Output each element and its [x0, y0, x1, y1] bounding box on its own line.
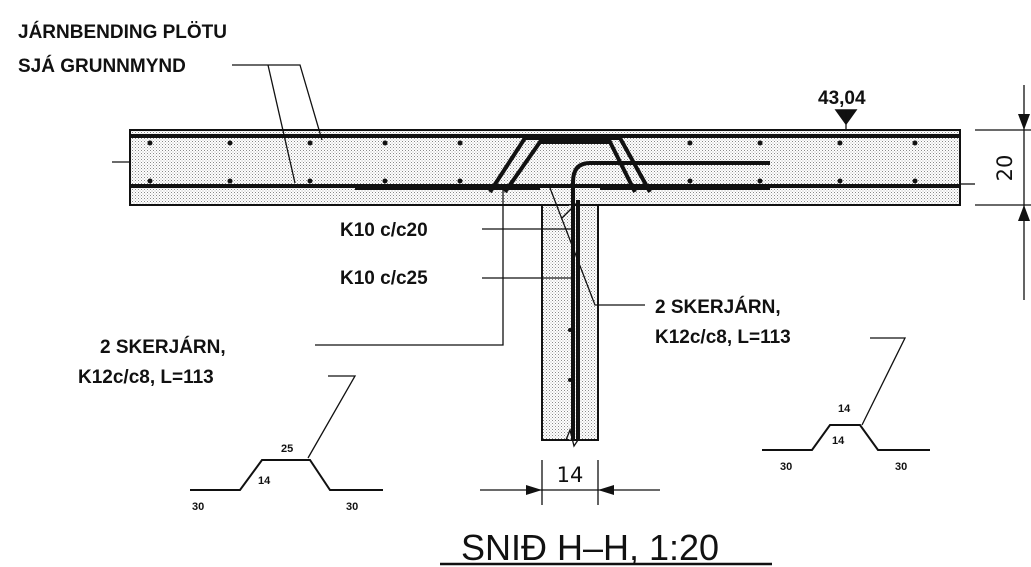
- concrete-wall: [541, 182, 599, 448]
- bar-right-leg-right: 30: [895, 461, 907, 473]
- bar-left-leg-left: 30: [192, 501, 204, 513]
- title-text: SNIÐ H–H, 1:20: [461, 527, 719, 567]
- shear-left-label-2: K12c/c8, L=113: [78, 367, 214, 388]
- slab-reinforcement-callout: JÁRNBENDING PLÖTU SJÁ GRUNNMYND: [18, 21, 323, 184]
- rebar-dots: [147, 140, 918, 382]
- k10-c20-label: K10 c/c20: [340, 220, 428, 241]
- shear-left-callout: 2 SKERJÁRN, K12c/c8, L=113: [78, 185, 504, 459]
- bar-right-rise: 14: [832, 435, 845, 447]
- shear-right-label-2: K12c/c8, L=113: [655, 327, 791, 348]
- bar-shape-left: 30 14 25 30: [190, 443, 383, 513]
- shear-left-label-1: 2 SKERJÁRN,: [100, 336, 226, 358]
- bar-left-top: 25: [281, 443, 293, 455]
- shear-right-label-1: 2 SKERJÁRN,: [655, 296, 781, 318]
- elevation-text: 43,04: [818, 88, 866, 109]
- slab-reinforcement-label-1: JÁRNBENDING PLÖTU: [18, 21, 227, 43]
- bar-shape-right: 30 14 14 30: [762, 403, 930, 473]
- bar-left-leg-right: 30: [346, 501, 358, 513]
- bar-left-rise: 14: [258, 475, 271, 487]
- joint-bars: [355, 161, 770, 190]
- slab-reinforcement-label-2: SJÁ GRUNNMYND: [18, 55, 186, 77]
- section-title: SNIÐ H–H, 1:20: [440, 527, 772, 567]
- slab-thickness-dimension: 20: [975, 85, 1031, 300]
- elevation-marker: 43,04: [818, 88, 866, 130]
- shear-right-callout: 2 SKERJÁRN, K12c/c8, L=113: [549, 187, 907, 426]
- k10-callouts: K10 c/c20 K10 c/c25: [340, 201, 579, 289]
- shear-bars: [488, 136, 652, 194]
- bar-right-leg-left: 30: [780, 461, 792, 473]
- wall-thickness-text: 14: [557, 463, 584, 487]
- slab-thickness-text: 20: [993, 155, 1017, 182]
- wall-thickness-dimension: 14: [480, 460, 660, 505]
- bar-right-top: 14: [838, 403, 851, 415]
- k10-c25-label: K10 c/c25: [340, 268, 428, 289]
